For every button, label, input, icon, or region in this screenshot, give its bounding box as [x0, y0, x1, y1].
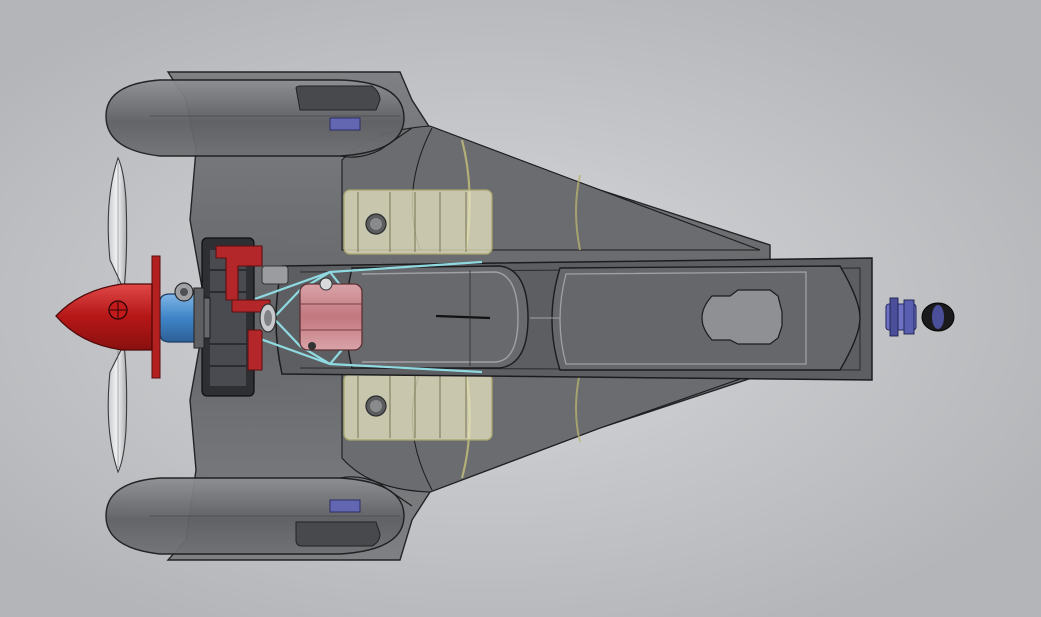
control-stick: [435, 314, 491, 320]
float-pylon-top: [339, 127, 413, 158]
wing-float-top[interactable]: [105, 79, 405, 157]
wing-float-bottom[interactable]: [105, 477, 405, 555]
prop-hub-plate: [151, 255, 161, 379]
tail-wheel-assembly[interactable]: [885, 297, 955, 337]
front-cockpit-rim: [361, 271, 519, 363]
engine-block[interactable]: [195, 237, 255, 397]
engine-flange: [193, 287, 205, 349]
rear-cockpit-rim: [559, 271, 807, 365]
wing-panel-top[interactable]: [343, 189, 493, 255]
fuel-tank[interactable]: [299, 277, 363, 351]
propeller-blade-bottom: [107, 342, 128, 474]
propeller[interactable]: [107, 156, 128, 474]
oil-filter: [259, 303, 277, 333]
float-pylon-bottom: [339, 476, 413, 507]
rear-fuselage-cutout: [701, 289, 783, 345]
wing-panel-bottom[interactable]: [343, 373, 493, 441]
fairing-yellow-rib: [575, 371, 581, 443]
fairing-yellow-rib: [575, 174, 581, 251]
propeller-blade-top: [107, 156, 128, 293]
radiator[interactable]: [215, 245, 289, 371]
spinner[interactable]: [55, 283, 153, 351]
